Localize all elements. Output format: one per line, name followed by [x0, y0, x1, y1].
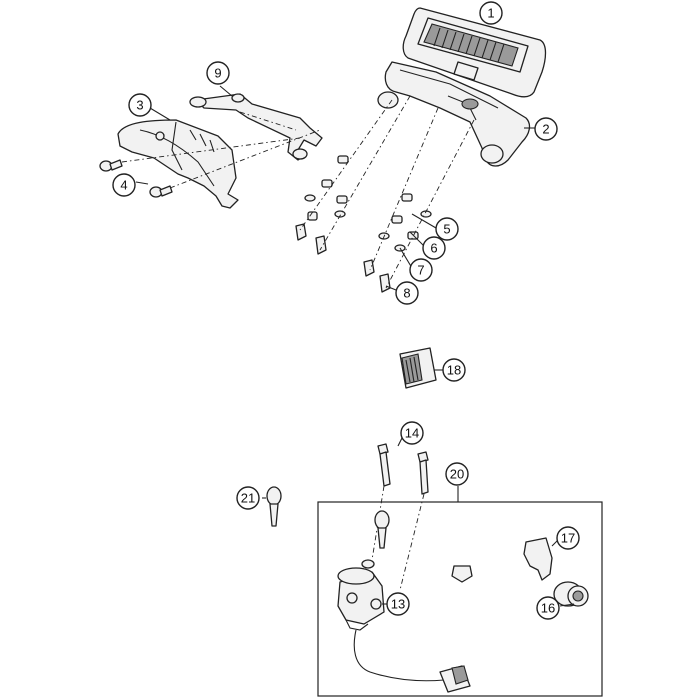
kit-key: [374, 510, 390, 549]
cover-shroud: [117, 119, 239, 209]
callout-1-label: 1: [487, 6, 494, 21]
callout-17[interactable]: 17: [556, 526, 580, 550]
fastener-stack-left: [295, 155, 349, 255]
callout-3-label: 3: [136, 98, 143, 113]
kit-small-nut: [451, 565, 473, 583]
callout-5[interactable]: 5: [435, 217, 459, 241]
callout-9-label: 9: [214, 66, 221, 81]
callout-5-label: 5: [443, 222, 450, 237]
connector-plug: [399, 347, 437, 389]
ignition-bolts: [371, 443, 429, 591]
callout-13[interactable]: 13: [386, 592, 410, 616]
callout-18-label: 18: [447, 363, 461, 378]
support-bracket: [189, 93, 323, 161]
callout-2[interactable]: 2: [534, 117, 558, 141]
callout-6-label: 6: [430, 241, 437, 256]
callout-9[interactable]: 9: [206, 61, 230, 85]
callout-4[interactable]: 4: [112, 173, 136, 197]
callout-6[interactable]: 6: [422, 236, 446, 260]
display-screen: [423, 23, 519, 67]
callout-1[interactable]: 1: [479, 1, 503, 25]
callout-2-label: 2: [542, 122, 549, 137]
callout-16[interactable]: 16: [536, 596, 560, 620]
callout-21[interactable]: 21: [236, 486, 260, 510]
kit-lock-clip: [523, 537, 553, 581]
callout-13-label: 13: [391, 597, 405, 612]
cluster-bracket: [377, 61, 531, 167]
callout-14[interactable]: 14: [400, 421, 424, 445]
callout-20[interactable]: 20: [445, 462, 469, 486]
callout-8[interactable]: 8: [395, 281, 419, 305]
ignition-lock: [337, 559, 471, 693]
kit-bushing: [553, 581, 589, 607]
callout-20-label: 20: [450, 467, 464, 482]
callout-21-label: 21: [241, 491, 255, 506]
callout-8-label: 8: [403, 286, 410, 301]
callout-14-label: 14: [405, 426, 419, 441]
callout-17-label: 17: [561, 531, 575, 546]
callout-4-label: 4: [120, 178, 127, 193]
callout-7[interactable]: 7: [409, 258, 433, 282]
spare-key: [266, 486, 282, 527]
cover-screws: [99, 159, 173, 198]
callout-3[interactable]: 3: [128, 93, 152, 117]
callout-16-label: 16: [541, 601, 555, 616]
instrument-cluster: [402, 7, 547, 98]
callout-7-label: 7: [417, 263, 424, 278]
kit-box: [317, 501, 603, 697]
callout-18[interactable]: 18: [442, 358, 466, 382]
assembly-lines-top: [121, 95, 475, 289]
